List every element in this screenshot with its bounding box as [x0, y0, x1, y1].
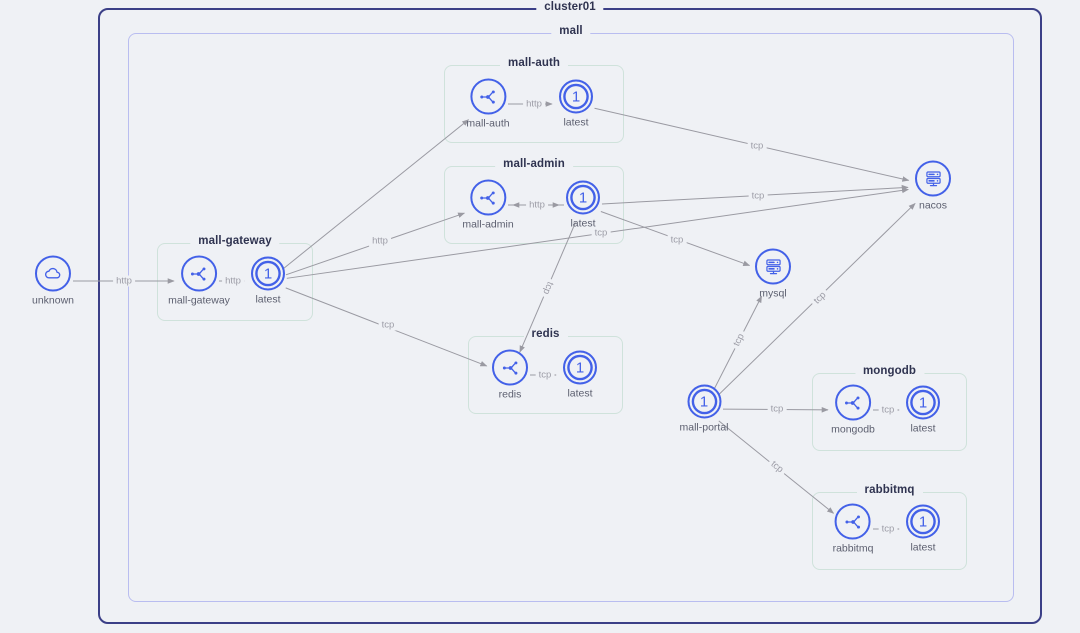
node-mall-gateway-ver[interactable]: 1 latest	[251, 256, 285, 306]
node-version-text: 1	[575, 359, 585, 376]
service-icon	[469, 179, 506, 216]
node-mall-gateway-svc[interactable]: mall-gateway	[168, 255, 230, 307]
group-label-cluster01: cluster01	[536, 1, 604, 13]
server-icon	[915, 160, 951, 197]
group-mall-auth[interactable]: mall-auth	[444, 57, 624, 143]
node-mongodb-svc[interactable]: mongodb	[831, 384, 875, 436]
node-label-unknown: unknown	[31, 294, 75, 307]
group-label-mall-admin: mall-admin	[495, 158, 573, 170]
node-label-rabbitmq-ver: latest	[910, 541, 936, 554]
node-mall-auth-svc[interactable]: mall-auth	[466, 78, 510, 130]
node-unknown[interactable]: unknown	[31, 255, 75, 307]
node-version-text: 1	[571, 88, 581, 105]
node-label-redis-svc: redis	[498, 388, 522, 401]
group-label-mall: mall	[551, 25, 591, 37]
node-label-mongodb-svc: mongodb	[831, 423, 875, 436]
node-nacos[interactable]: nacos	[915, 160, 951, 212]
node-mall-portal[interactable]: 1 mall-portal	[679, 384, 729, 434]
version-icon: 1	[251, 256, 285, 291]
node-version-text: 1	[578, 189, 588, 206]
service-icon	[180, 255, 217, 292]
version-icon: 1	[566, 180, 600, 215]
node-label-mall-gateway-svc: mall-gateway	[168, 294, 230, 307]
node-version-text: 1	[263, 265, 273, 282]
node-version-text: 1	[918, 394, 928, 411]
node-label-mall-auth-svc: mall-auth	[466, 117, 510, 130]
node-mall-admin-ver[interactable]: 1 latest	[566, 180, 600, 230]
node-rabbitmq-svc[interactable]: rabbitmq	[832, 503, 874, 555]
node-label-mall-gateway-ver: latest	[255, 293, 281, 306]
service-icon	[834, 384, 871, 421]
version-icon: 1	[559, 79, 593, 114]
node-redis-svc[interactable]: redis	[492, 349, 528, 401]
version-icon: 1	[563, 350, 597, 385]
cloud-icon	[35, 255, 71, 292]
version-icon: 1	[906, 504, 940, 539]
node-version-text: 1	[699, 393, 709, 410]
group-cluster01[interactable]: cluster01	[98, 1, 1042, 624]
node-version-text: 1	[918, 513, 928, 530]
node-mysql[interactable]: mysql	[755, 248, 791, 300]
node-label-mall-admin-ver: latest	[570, 217, 596, 230]
node-mall-admin-svc[interactable]: mall-admin	[462, 179, 514, 231]
node-label-mysql: mysql	[759, 287, 787, 300]
node-label-nacos: nacos	[918, 199, 948, 212]
node-redis-ver[interactable]: 1 latest	[563, 350, 597, 400]
service-icon	[834, 503, 871, 540]
node-label-mall-auth-ver: latest	[563, 116, 589, 129]
node-rabbitmq-ver[interactable]: 1 latest	[906, 504, 940, 554]
service-icon	[492, 349, 528, 386]
node-label-mongodb-ver: latest	[910, 422, 936, 435]
group-label-rabbitmq: rabbitmq	[856, 484, 923, 496]
node-label-mall-portal: mall-portal	[679, 421, 729, 434]
group-label-mall-auth: mall-auth	[499, 57, 569, 69]
group-label-redis: redis	[523, 328, 568, 340]
group-mall-gateway[interactable]: mall-gateway	[157, 235, 313, 321]
node-label-mall-admin-svc: mall-admin	[462, 218, 514, 231]
group-mall[interactable]: mall	[128, 25, 1014, 602]
version-icon: 1	[906, 385, 940, 420]
node-label-redis-ver: latest	[567, 387, 593, 400]
node-label-rabbitmq-svc: rabbitmq	[832, 542, 874, 555]
node-mall-auth-ver[interactable]: 1 latest	[559, 79, 593, 129]
group-rabbitmq[interactable]: rabbitmq	[812, 484, 967, 570]
version-icon: 1	[686, 384, 721, 419]
service-icon	[470, 78, 506, 115]
server-icon	[755, 248, 791, 285]
node-mongodb-ver[interactable]: 1 latest	[906, 385, 940, 435]
group-label-mall-gateway: mall-gateway	[190, 235, 280, 247]
group-label-mongodb: mongodb	[854, 365, 925, 377]
